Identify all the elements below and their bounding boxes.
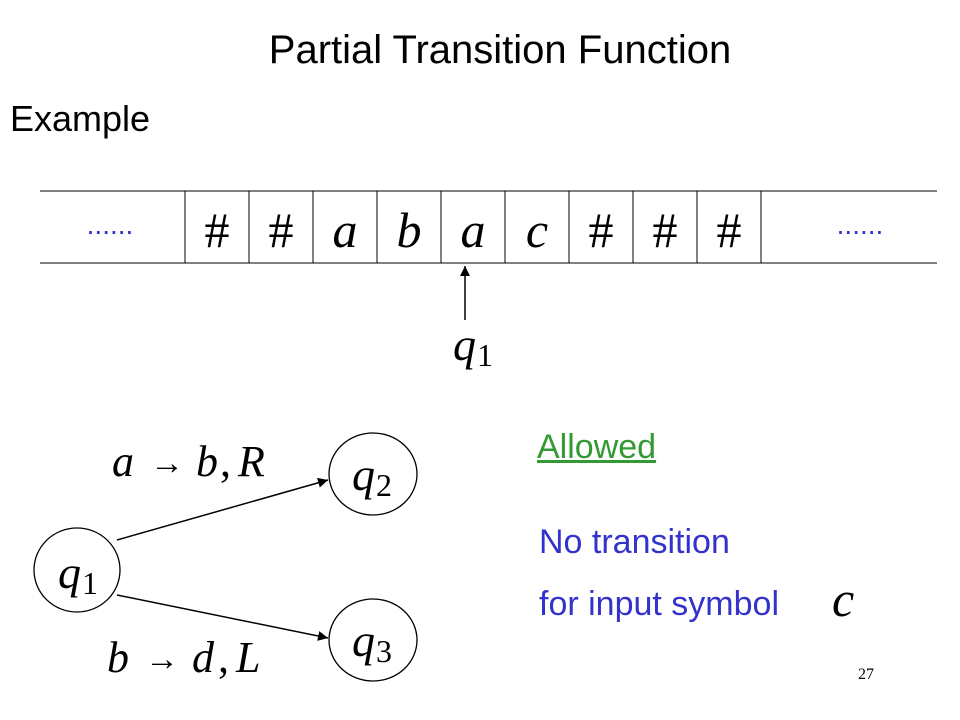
tape-cell-symbol: b (397, 202, 422, 258)
transition-arrow-q1-q3 (116, 594, 329, 641)
tape-cell-symbol: # (589, 202, 614, 258)
svg-text:b: b (196, 437, 218, 486)
state-circle-q1 (33, 527, 121, 613)
svg-text:d: d (192, 633, 215, 682)
allowed-label: Allowed (537, 428, 657, 466)
head-state-label: q1 (453, 319, 493, 373)
slide-subtitle: Example (10, 98, 151, 139)
tape-ellipsis-right: ...... (837, 209, 884, 240)
svg-text:L: L (235, 633, 260, 682)
slide-title: Partial Transition Function (268, 28, 732, 72)
transition-label-q1-q2: a → b , R (112, 437, 265, 486)
state-label-q3: q3 (352, 615, 392, 669)
svg-text:→: → (145, 641, 179, 678)
transition-arrow-q1-q2 (116, 477, 329, 541)
tape-cell-dividers (184, 191, 762, 263)
note-line-2: for input symbol (539, 585, 779, 623)
note-line-1: No transition (539, 523, 730, 561)
page-number: 27 (858, 666, 874, 683)
state-circle-q2 (328, 432, 418, 516)
state-circle-q3 (328, 598, 418, 682)
transition-label-q1-q3: b → d , L (107, 633, 260, 682)
tape-ellipsis-left: ...... (87, 209, 134, 240)
tape-cell-symbol: # (205, 202, 230, 258)
tape-cell-symbol: a (333, 202, 358, 258)
note-symbol: c (832, 571, 855, 627)
state-label-q1: q1 (58, 547, 98, 601)
state-graph: q1 q2 q3 a → b , R b → d , L (33, 432, 418, 682)
tape-head: q1 (453, 266, 493, 373)
svg-text:b: b (107, 633, 129, 682)
tape-cell-symbol: # (717, 202, 742, 258)
tape-cell-symbol: a (461, 202, 486, 258)
tape-cell-symbol: # (269, 202, 294, 258)
svg-text:R: R (237, 437, 265, 486)
tape-cell-symbol: # (653, 202, 678, 258)
tape-cell-symbol: c (526, 202, 548, 258)
svg-text:,: , (218, 633, 229, 682)
svg-text:→: → (150, 445, 184, 482)
state-label-q2: q2 (352, 449, 392, 503)
svg-text:a: a (112, 437, 134, 486)
svg-text:,: , (220, 437, 231, 486)
